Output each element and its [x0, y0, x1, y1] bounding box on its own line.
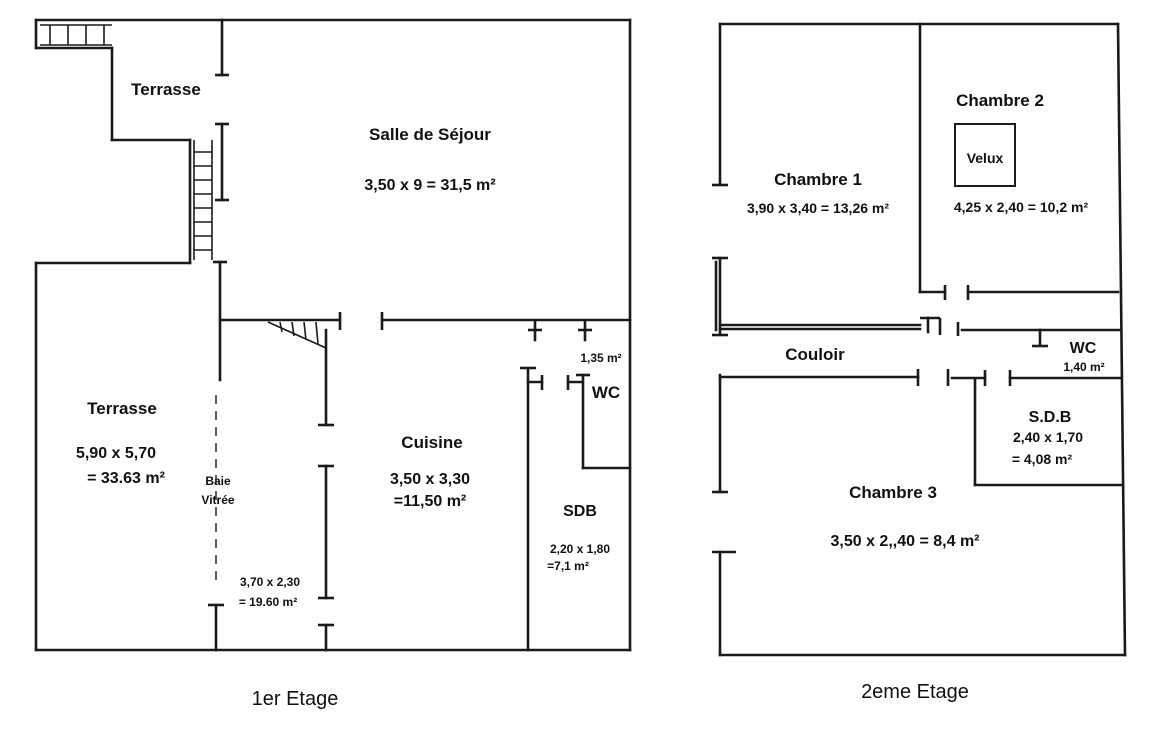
- first-sdb-name: SDB: [563, 503, 597, 520]
- second-floor-plan: Chambre 2 Velux 4,25 x 2,40 = 10,2 m² Ch…: [712, 22, 1127, 703]
- second-wc-name: WC: [1070, 340, 1097, 357]
- velux-window: [954, 123, 1016, 187]
- first-floor-plan: Terrasse Salle de Séjour 3,50 x 9 = 31,5…: [34, 18, 632, 710]
- second-sdb-name: S.D.B: [1029, 409, 1072, 426]
- first-baie-label-2: Vitrée: [201, 493, 234, 507]
- second-floor-title: 2eme Etage: [861, 681, 969, 703]
- second-velux-label: Velux: [967, 150, 1004, 166]
- first-hall-dims-2: = 19.60 m²: [239, 595, 297, 609]
- first-floor-title: 1er Etage: [252, 688, 339, 710]
- first-floor-stairs-inner: [267, 321, 327, 349]
- first-terrasse-name: Terrasse: [87, 399, 157, 418]
- first-cuisine-dims-2: =11,50 m²: [394, 493, 467, 510]
- first-terrasse-top-label: Terrasse: [131, 80, 201, 99]
- second-sdb-dims-1: 2,40 x 1,70: [1013, 429, 1083, 445]
- second-chambre3-name: Chambre 3: [849, 483, 937, 502]
- second-wc-area: 1,40 m²: [1063, 360, 1104, 374]
- first-wc-area: 1,35 m²: [580, 351, 621, 365]
- first-floor-walls: [34, 18, 632, 652]
- second-chambre2-name: Chambre 2: [956, 91, 1044, 110]
- first-sdb-dims-1: 2,20 x 1,80: [550, 542, 610, 556]
- first-wc-name: WC: [592, 383, 620, 402]
- second-floor-walls: [712, 22, 1127, 657]
- first-cuisine-name: Cuisine: [401, 433, 462, 452]
- second-chambre2-dims: 4,25 x 2,40 = 10,2 m²: [954, 199, 1089, 215]
- first-terrasse-dims-2: = 33.63 m²: [87, 470, 165, 487]
- first-terrasse-dims-1: 5,90 x 5,70: [76, 445, 156, 462]
- first-sdb-dims-2: =7,1 m²: [547, 559, 589, 573]
- first-sejour-dims: 3,50 x 9 = 31,5 m²: [364, 177, 495, 194]
- first-hall-dims-1: 3,70 x 2,30: [240, 575, 300, 589]
- first-floor-stairs-side: [193, 140, 213, 260]
- second-chambre1-name: Chambre 1: [774, 170, 862, 189]
- second-chambre1-dims: 3,90 x 3,40 = 13,26 m²: [747, 200, 889, 216]
- second-couloir-label: Couloir: [785, 345, 845, 364]
- second-sdb-dims-2: = 4,08 m²: [1012, 451, 1073, 467]
- second-chambre3-dims: 3,50 x 2,,40 = 8,4 m²: [831, 533, 980, 550]
- first-floor-stairs-top: [40, 24, 112, 46]
- first-sejour-name: Salle de Séjour: [369, 125, 491, 144]
- first-cuisine-dims-1: 3,50 x 3,30: [390, 471, 470, 488]
- first-baie-label-1: Baie: [205, 474, 231, 488]
